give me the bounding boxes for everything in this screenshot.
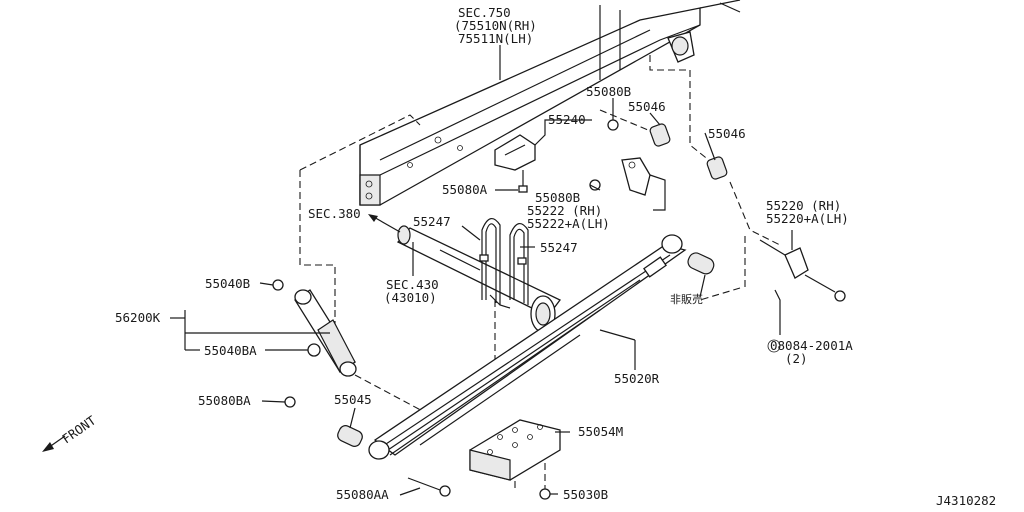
sec380-arrow <box>368 214 401 233</box>
label-bolt-code: 08084-2001A <box>770 338 853 353</box>
label-sec380: SEC.380 <box>308 206 361 221</box>
label-55222a: 55222+A(LH) <box>527 216 610 231</box>
label-55054m: 55054M <box>578 424 623 439</box>
label-55220: 55220 (RH) <box>766 198 841 213</box>
label-55020r: 55020R <box>614 371 660 386</box>
label-55045: 55045 <box>334 392 372 407</box>
label-55220a: 55220+A(LH) <box>766 211 849 226</box>
label-55080a: 55080A <box>442 182 488 197</box>
leaf-spring <box>368 234 687 460</box>
label-hihanbai: 非販売 <box>670 293 703 306</box>
front-arrow-icon <box>42 435 66 452</box>
label-55046-b: 55046 <box>708 126 746 141</box>
label-75511n: 75511N(LH) <box>458 31 533 46</box>
label-sec750: SEC.750 <box>458 5 511 20</box>
label-55080aa: 55080AA <box>336 487 389 502</box>
label-55040ba: 55040BA <box>204 343 257 358</box>
label-55080ba: 55080BA <box>198 393 251 408</box>
label-75510n: (75510N(RH) <box>454 18 537 33</box>
label-front: FRONT <box>59 412 99 446</box>
dashed-outline <box>299 55 781 490</box>
diagram-id: J4310282 <box>936 493 996 508</box>
frame-rail <box>359 0 741 206</box>
leader-lines <box>170 45 793 496</box>
label-43010: (43010) <box>384 290 437 305</box>
label-55080b-top: 55080B <box>586 84 631 99</box>
u-bolts <box>479 218 529 305</box>
label-55240: 55240 <box>548 112 586 127</box>
spring-pad <box>469 419 561 481</box>
labels: SEC.750 (75510N(RH) 75511N(LH) 55080B 55… <box>59 5 996 508</box>
label-55080b-mid: 55080B <box>535 190 580 205</box>
label-55040b: 55040B <box>205 276 250 291</box>
shock-absorber <box>272 279 357 377</box>
label-55222: 55222 (RH) <box>527 203 602 218</box>
label-sec430: SEC.430 <box>386 277 439 292</box>
label-bolt-qty: (2) <box>785 351 808 366</box>
label-55030b: 55030B <box>563 487 608 502</box>
label-55046-a: 55046 <box>628 99 666 114</box>
label-55247-b: 55247 <box>540 240 578 255</box>
label-55247-a: 55247 <box>413 214 451 229</box>
small-parts <box>284 119 846 500</box>
label-56200k: 56200K <box>115 310 161 325</box>
